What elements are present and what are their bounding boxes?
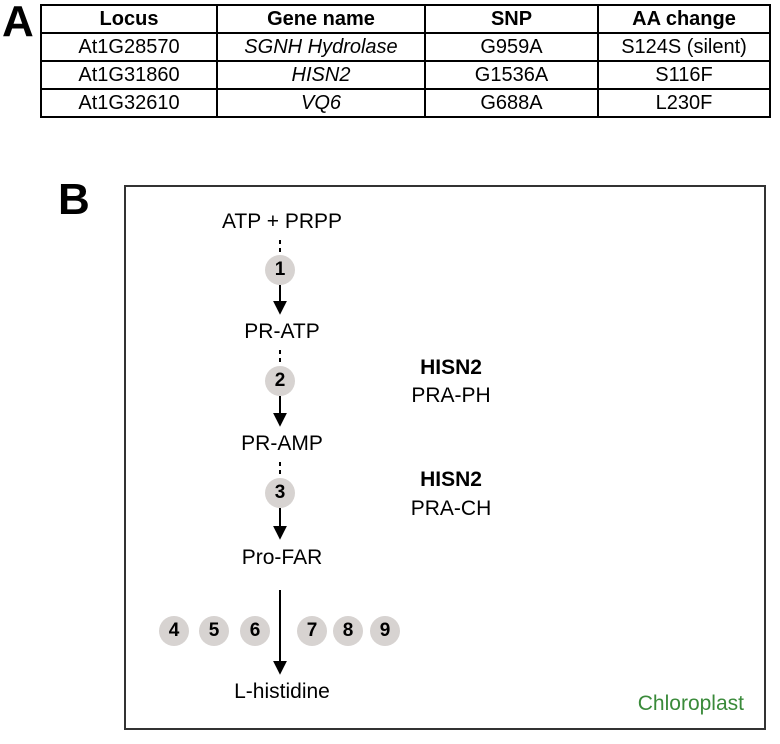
enzyme-hisn2-step-2: HISN2	[420, 356, 482, 379]
metabolite-pro-far: Pro-FAR	[241, 546, 323, 569]
cell-gene-name: VQ6	[216, 88, 426, 118]
panel-b-label: B	[58, 175, 90, 224]
metabolite-pr-atp: PR-ATP	[244, 320, 320, 343]
table-header-row: Locus Gene name SNP AA change	[40, 4, 771, 34]
enzyme-pra-ch: PRA-CH	[410, 497, 492, 520]
metabolite-atp-prpp: ATP + PRPP	[221, 210, 343, 233]
step-circle-3: 3	[265, 478, 295, 508]
header-gene-name: Gene name	[216, 4, 426, 34]
step-circle-8: 8	[333, 616, 363, 646]
step-circle-6: 6	[240, 616, 270, 646]
cell-locus: At1G32610	[40, 88, 218, 118]
snp-table: Locus Gene name SNP AA change At1G28570 …	[40, 4, 771, 118]
chloroplast-compartment: Chloroplast	[124, 185, 766, 730]
panel-a-label: A	[2, 0, 34, 46]
cell-snp: G959A	[424, 32, 599, 62]
enzyme-pra-ph: PRA-PH	[411, 384, 491, 407]
cell-snp: G1536A	[424, 60, 599, 90]
step-circle-5: 5	[199, 616, 229, 646]
step-circle-2: 2	[265, 366, 295, 396]
cell-aa-change: L230F	[597, 88, 771, 118]
table-row: At1G32610 VQ6 G688A L230F	[40, 88, 771, 118]
cell-gene-name: HISN2	[216, 60, 426, 90]
cell-locus: At1G31860	[40, 60, 218, 90]
metabolite-pr-amp: PR-AMP	[241, 432, 323, 455]
enzyme-hisn2-step-3: HISN2	[420, 468, 482, 491]
cell-gene-name: SGNH Hydrolase	[216, 32, 426, 62]
header-snp: SNP	[424, 4, 599, 34]
table-row: At1G31860 HISN2 G1536A S116F	[40, 60, 771, 90]
step-circle-4: 4	[159, 616, 189, 646]
cell-snp: G688A	[424, 88, 599, 118]
compartment-label: Chloroplast	[637, 692, 744, 715]
metabolite-l-histidine: L-histidine	[234, 680, 330, 703]
step-circle-7: 7	[297, 616, 327, 646]
cell-aa-change: S124S (silent)	[597, 32, 771, 62]
cell-aa-change: S116F	[597, 60, 771, 90]
step-circle-9: 9	[370, 616, 400, 646]
header-locus: Locus	[40, 4, 218, 34]
table-row: At1G28570 SGNH Hydrolase G959A S124S (si…	[40, 32, 771, 62]
step-circle-1: 1	[265, 255, 295, 285]
header-aa-change: AA change	[597, 4, 771, 34]
cell-locus: At1G28570	[40, 32, 218, 62]
